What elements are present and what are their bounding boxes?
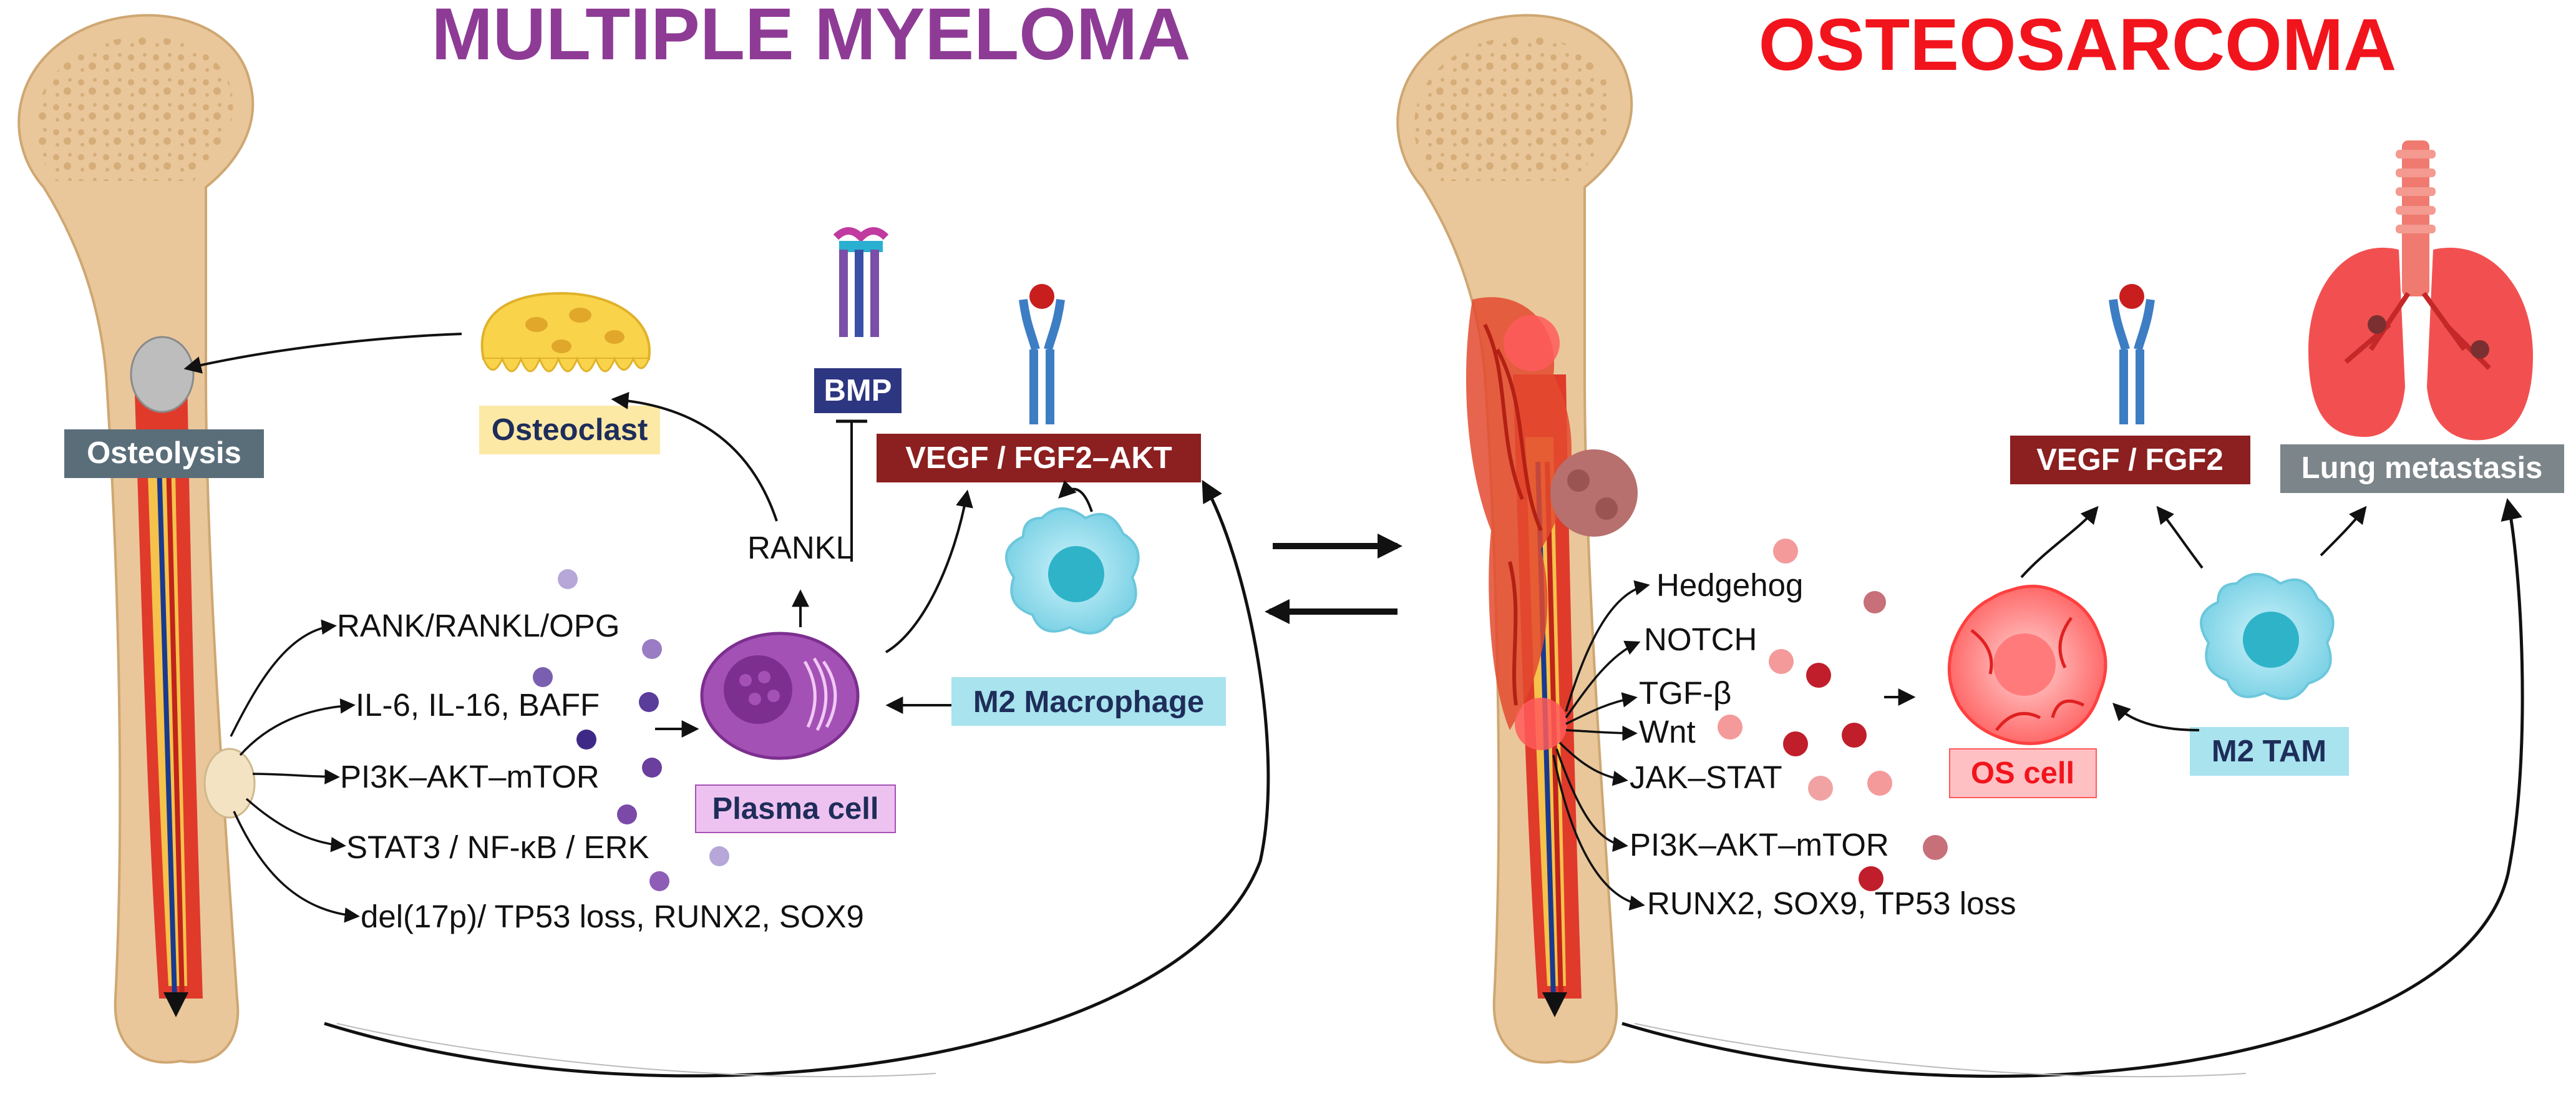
left-pathway-3: PI3K–AKT–mTOR [340, 759, 600, 794]
tam-cell-icon [2200, 573, 2335, 700]
plasma-cell-label: Plasma cell [712, 792, 879, 826]
oscell-to-vegf-arrow [2020, 506, 2099, 579]
os-cell-box [1949, 748, 2097, 798]
lung-metastasis-label: Lung metastasis [2301, 451, 2543, 485]
vegf-fgf2-akt-box [877, 434, 1201, 482]
left-pathway-4: STAT3 / NF-κB / ERK [346, 829, 649, 865]
right-pathway-3: TGF-β [1639, 675, 1731, 711]
osteoclast-box [479, 406, 660, 454]
macrophage-box [951, 677, 1226, 726]
left-pathway-2: IL-6, IL-16, BAFF [356, 687, 600, 723]
osteoclast-label: Osteoclast [492, 413, 648, 447]
femur-tumor-icon [1396, 14, 1638, 1064]
rankl-to-osteoclast-arrow [611, 392, 778, 522]
osteoclast-cell-icon [480, 291, 651, 373]
macrophage-to-vegf-arrow [1058, 480, 1093, 512]
left-feedback-arrow [324, 479, 1270, 1078]
os-cell-label: OS cell [1971, 756, 2074, 790]
plasma-cell-box [695, 784, 896, 833]
right-pathway-6: PI3K–AKT–mTOR [1630, 827, 1889, 862]
tam-to-oscell-arrow [2112, 703, 2200, 731]
macrophage-label: M2 Macrophage [973, 685, 1204, 719]
vegf-fgf2-akt-label: VEGF / FGF2–AKT [905, 441, 1172, 475]
tumor-cell-icon [1947, 584, 2107, 745]
osteolysis-label: Osteolysis [87, 436, 241, 470]
right-pathway-7: RUNX2, SOX9, TP53 loss [1647, 886, 2016, 921]
right-pathway-4: Wnt [1639, 714, 1696, 750]
right-feedback-arrow [1621, 498, 2524, 1078]
right-bone-thin-line [1634, 1023, 2247, 1078]
bmp-box [814, 368, 902, 413]
receptor-icon-right [2109, 284, 2155, 424]
lung-metastasis-box [2280, 444, 2564, 493]
tam-to-lung-arrow [2320, 506, 2367, 557]
lungs-icon [2308, 140, 2533, 441]
macrophage-cell-icon [1005, 507, 1140, 635]
right-pathway-5: JAK–STAT [1630, 760, 1782, 795]
bmp-receptor-icon [833, 227, 889, 337]
vegf-fgf2-box [2010, 436, 2250, 484]
right-title: OSTEOSARCOMA [1759, 4, 2397, 86]
right-pathway-1: Hedgehog [1656, 567, 1803, 603]
bmp-label: BMP [824, 374, 892, 408]
left-title: MULTIPLE MYELOMA [431, 0, 1190, 76]
cytokine-dots-right [1718, 539, 1948, 891]
plasma-to-vegf-arrow [885, 489, 973, 653]
femur-icon [17, 14, 256, 1064]
left-pathway-arrows [230, 619, 360, 923]
bidirectional-arrows-icon [1265, 534, 1402, 624]
tam-label: M2 TAM [2212, 735, 2326, 768]
osteolysis-box [64, 429, 264, 478]
left-pathway-5: del(17p)/ TP53 loss, RUNX2, SOX9 [361, 899, 864, 934]
cytokine-dots-left [533, 569, 729, 891]
osteoclast-to-osteolysis-arrow [183, 333, 462, 374]
right-pathway-2: NOTCH [1644, 622, 1757, 657]
vegf-fgf2-label: VEGF / FGF2 [2036, 443, 2223, 477]
left-bone-thin-line [336, 1023, 936, 1078]
left-pathway-1: RANK/RANKL/OPG [337, 608, 620, 643]
tam-to-vegf-arrow [2156, 506, 2204, 569]
rankl-label: RANKL [747, 530, 853, 565]
right-pathway-arrows [1552, 580, 1650, 911]
plasma-cell-icon [700, 632, 860, 760]
receptor-icon [1019, 284, 1065, 424]
tam-box [2190, 727, 2349, 776]
